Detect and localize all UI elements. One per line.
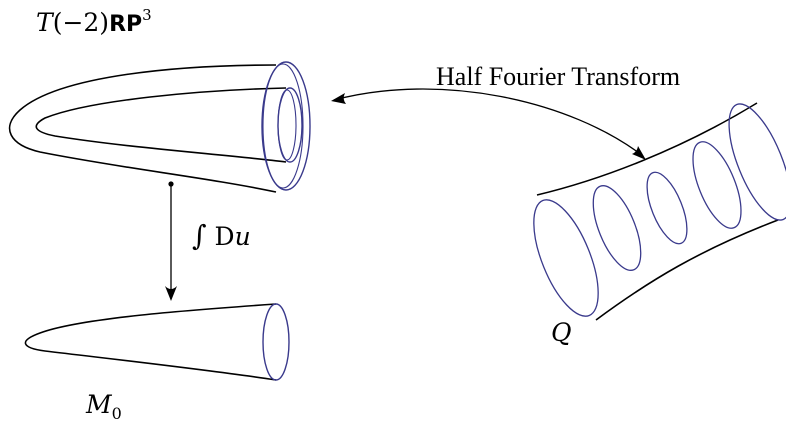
- top-space-label: T(−2)RP3: [36, 8, 152, 37]
- q-shape: [533, 102, 786, 321]
- q-cross-section-1: [533, 199, 599, 317]
- top-cone-outer-rim-back: [262, 63, 304, 189]
- q-cross-section-3: [646, 171, 688, 245]
- top-space-arg: (−2): [52, 8, 110, 37]
- top-cone-shape: [8, 61, 311, 193]
- q-lower-boundary: [595, 219, 779, 321]
- arrow-head-down: [165, 286, 177, 301]
- integral-variable: u: [234, 222, 251, 251]
- transform-text: Half Fourier Transform: [436, 62, 681, 91]
- top-cone-outer-rim: [261, 61, 311, 191]
- fourier-arrow-head-left: [331, 93, 346, 104]
- arrow-start-dot: [168, 181, 174, 187]
- top-space-T: T: [36, 8, 53, 37]
- bottom-cone-shape: [24, 303, 290, 381]
- top-space-rp: RP: [109, 12, 143, 37]
- fourier-arrow-head-right: [632, 146, 646, 160]
- top-cone-inner-rim-back: [277, 89, 297, 161]
- top-cone-inner-surface: [35, 87, 287, 163]
- q-label: Q: [551, 320, 572, 345]
- fourier-arrow-curve: [333, 88, 644, 157]
- integral-measure: D: [214, 222, 235, 251]
- integration-arrow: [165, 181, 177, 301]
- transform-label: Half Fourier Transform: [436, 64, 680, 90]
- bottom-space-M: M: [86, 390, 112, 419]
- bottom-space-label: M0: [86, 390, 122, 422]
- bottom-space-subscript: 0: [111, 404, 122, 423]
- integral-label: ∫ Du: [192, 222, 251, 250]
- top-cone-outer-surface: [8, 64, 277, 193]
- bottom-cone-surface: [24, 303, 277, 381]
- top-cone-inner-rim: [277, 87, 303, 163]
- bottom-cone-rim: [262, 303, 290, 381]
- q-cross-section-4: [692, 141, 742, 229]
- fourier-arrow: [331, 88, 646, 160]
- q-upper-boundary: [536, 102, 758, 196]
- q-cross-section-5: [728, 103, 786, 221]
- q-cross-section-2: [592, 185, 642, 271]
- q-text: Q: [551, 318, 572, 347]
- integral-sign: ∫: [192, 219, 207, 252]
- top-space-exponent: 3: [142, 6, 152, 24]
